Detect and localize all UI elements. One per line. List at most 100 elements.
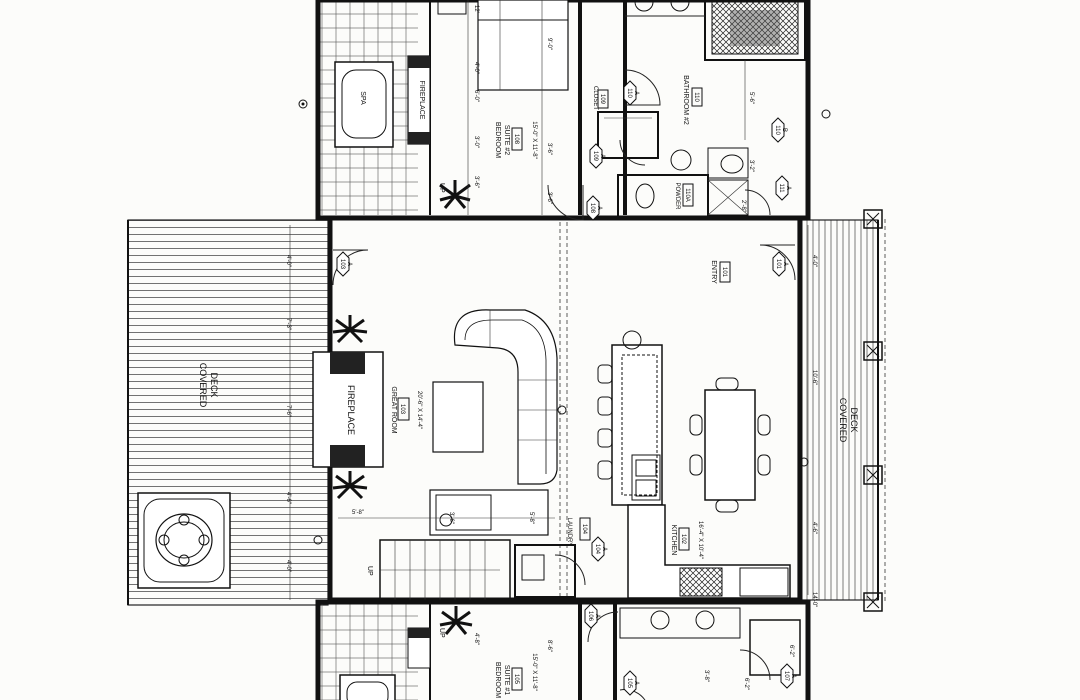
door-tag-103: 103 A <box>336 251 352 277</box>
dim-5-8-b: 5'-8" <box>528 512 534 524</box>
great-room-label: GREAT ROOM 103 20'-6" X 14'-4" <box>390 386 422 433</box>
svg-text:104: 104 <box>594 544 600 555</box>
door-tag-108: 108 A <box>586 195 602 221</box>
laundry-number: 104 <box>581 524 587 535</box>
dim-7-6: 7'-6" <box>285 405 291 417</box>
svg-text:110: 110 <box>774 125 780 135</box>
plant-lower <box>439 606 473 635</box>
dim-3-6-a: 3'-6" <box>546 143 552 155</box>
bedroom-suite-2-label: BEDROOM SUITE #2 108 15'-0" X 11'-8" <box>494 121 537 158</box>
kitchen-name: KITCHEN <box>670 525 677 556</box>
bedroom-suite-1-label: BEDROOM SUITE #1 105 15'-0" X 11'-8" <box>494 653 537 698</box>
upper-wing <box>315 0 811 221</box>
stairs-up-bottom: UP <box>438 628 445 638</box>
dim-12: 12' <box>473 5 479 13</box>
interior-dimensions: 12' 4'-0" 6'-0" 3'-0" 3'-6" 9'-0" 3'-6" … <box>338 0 817 690</box>
svg-text:A: A <box>599 154 605 158</box>
covered-deck-left-label-2: DECK <box>209 372 219 397</box>
entry-number: 101 <box>721 267 727 278</box>
svg-text:103: 103 <box>339 259 345 270</box>
stairs-up-upper: UP <box>438 183 445 193</box>
great-room-dims: 20'-6" X 14'-4" <box>416 391 422 429</box>
entry-label: ENTRY 101 <box>710 260 731 284</box>
dim-3-6-d: 3'-6" <box>448 512 454 524</box>
dim-4-0-b: 4'-0" <box>473 62 479 74</box>
dim-4-0-left: 4'-0" <box>285 255 291 267</box>
dim-3-6-b: 3'-6" <box>546 192 552 204</box>
dim-3-2: 3'-2" <box>748 160 754 172</box>
grid-markers <box>298 99 831 545</box>
bathroom-2-number: 110 <box>693 92 699 102</box>
plant-fireplace-top <box>332 315 368 344</box>
plant-fireplace-bottom <box>332 471 368 500</box>
dim-9-0: 9'-0" <box>546 38 552 50</box>
svg-text:109: 109 <box>592 151 598 162</box>
bedroom-suite-1-name-2: SUITE #1 <box>503 665 510 695</box>
bedroom-suite-1-name-1: BEDROOM <box>494 662 501 698</box>
kitchen-island <box>597 330 663 506</box>
dim-2-8: 2'-8" <box>740 200 746 212</box>
great-room-number: 103 <box>399 404 405 415</box>
covered-deck-right-label-2: DECK <box>849 407 859 432</box>
sectional-sofa <box>432 309 558 485</box>
dim-4-8: 4'-8" <box>473 633 479 645</box>
entry-name: ENTRY <box>710 260 717 284</box>
svg-text:A: A <box>594 614 600 618</box>
dim-5-8-a: 5'-8" <box>352 510 364 516</box>
dim-4-6-right: 4'-6" <box>811 522 817 534</box>
svg-text:B: B <box>781 128 787 132</box>
bathroom-2: BATHROOM #2 110 <box>625 0 806 125</box>
svg-text:A: A <box>633 681 639 685</box>
door-tag-110b: 110 B <box>771 117 787 143</box>
svg-text:105: 105 <box>626 678 632 689</box>
great-room-name: GREAT ROOM <box>390 386 397 433</box>
svg-text:101: 101 <box>775 259 781 270</box>
bed-upper <box>437 0 569 91</box>
svg-text:107: 107 <box>783 671 789 682</box>
dim-4-0-lower: 4'-0" <box>285 560 291 572</box>
closet-name: CLOSET <box>592 86 598 110</box>
covered-deck-right: COVERED DECK 4'-0" 10'-6" 4'-6" <box>797 219 879 601</box>
kitchen-number: 102 <box>680 534 686 545</box>
hot-tub <box>137 492 231 589</box>
door-tag-107: 107 A <box>780 663 796 689</box>
fireplace-upper-label: FIREPLACE <box>418 81 425 120</box>
dim-3-6-c: 3'-6" <box>473 176 479 188</box>
lower-wing <box>315 599 811 700</box>
dim-10-6: 10'-6" <box>811 370 817 385</box>
fireplace-main-label: FIREPLACE <box>346 385 356 435</box>
dim-3-0: 3'-0" <box>473 136 479 148</box>
svg-text:A: A <box>596 206 602 210</box>
svg-text:111: 111 <box>778 183 784 193</box>
left-deck-dimensions: 4'-0" 7'-3" 7'-6" 4'-6" 4'-0" <box>285 225 291 600</box>
dim-3-8: 3'-8" <box>703 670 709 682</box>
laundry: LAUNDRY 104 <box>514 517 591 598</box>
bedroom-suite-2-name-2: SUITE #2 <box>503 125 510 155</box>
kitchen-dims: 16'-4" X 10'-4" <box>697 521 703 559</box>
svg-text:106: 106 <box>587 611 593 622</box>
svg-text:110: 110 <box>626 88 632 98</box>
plant-upper <box>439 180 471 209</box>
bedroom-suite-2-dims: 15'-0" X 11'-8" <box>531 121 537 158</box>
lower-sofa <box>429 489 549 536</box>
dim-4-6-left: 4'-6" <box>285 492 291 504</box>
door-tag-105: 105 A <box>623 670 639 696</box>
door-tag-101: 101 A <box>772 251 788 277</box>
main-stairs: UP <box>366 539 511 601</box>
covered-deck-right-label-1: COVERED <box>838 398 848 443</box>
covered-deck-left-label-1: COVERED <box>198 363 208 408</box>
door-tag-111: 111 A <box>775 175 791 201</box>
door-tag-106: 106 A <box>584 603 600 629</box>
bedroom-suite-1-number: 105 <box>513 674 519 685</box>
svg-text:A: A <box>633 91 639 95</box>
dining-table <box>689 377 771 513</box>
dim-6-2-a: 6'-2" <box>743 678 749 690</box>
spa-tub: SPA <box>334 61 394 148</box>
dim-8-6: 8'-6" <box>546 640 552 652</box>
bedroom-suite-2-number: 108 <box>513 134 519 145</box>
bedroom-suite-2-name-1: BEDROOM <box>494 122 501 158</box>
svg-text:A: A <box>782 262 788 266</box>
deck-posts-right <box>863 209 886 612</box>
bathroom-2-name: BATHROOM #2 <box>682 75 689 125</box>
